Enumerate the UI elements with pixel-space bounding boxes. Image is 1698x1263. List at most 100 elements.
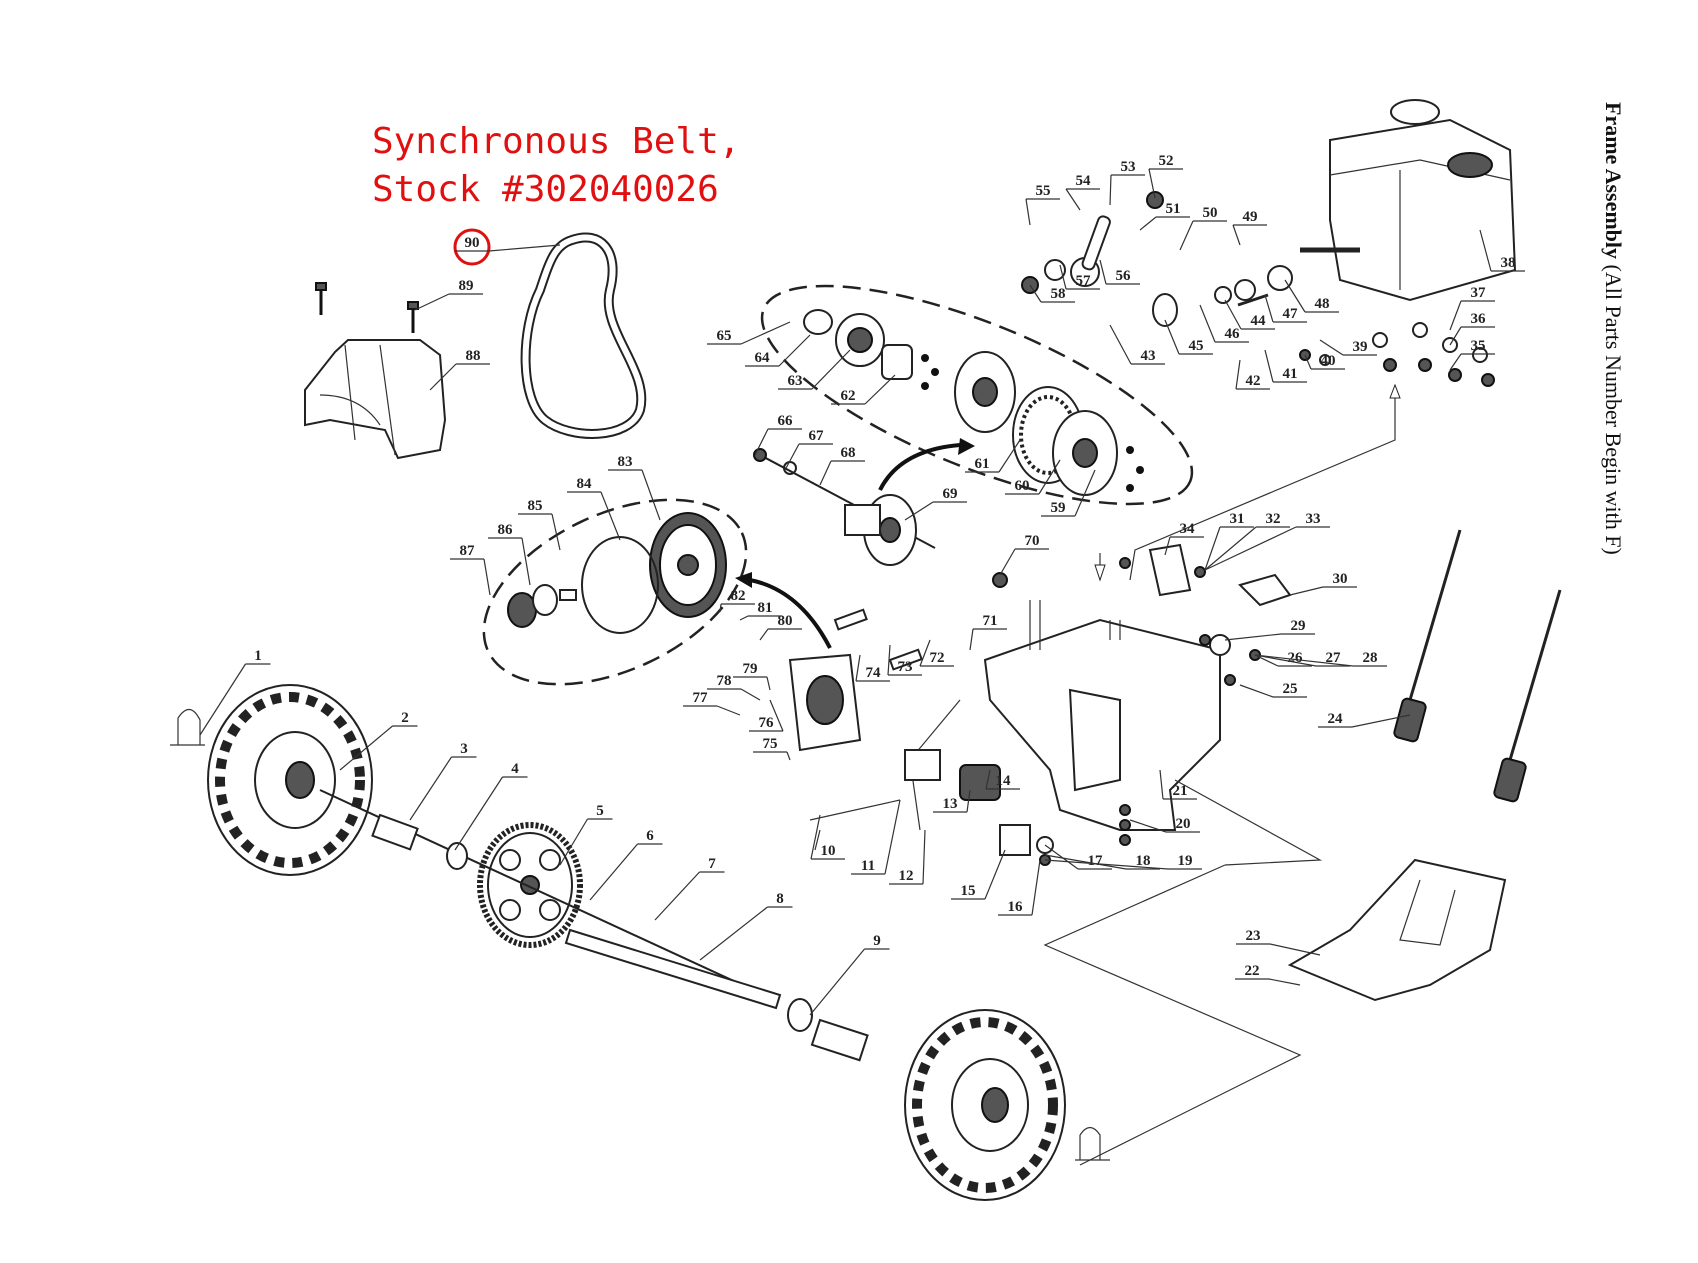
part-leader-line [454,776,504,851]
part-leader-line [1109,174,1112,206]
part-number-label: 54 [1076,173,1092,189]
part-number-label: 33 [1306,511,1321,527]
part-number-label: 25 [1283,681,1298,697]
part-number-label: 79 [743,661,758,677]
part-leader-line [1254,654,1354,667]
part-leader-line [1038,459,1061,495]
part-number-label: 56 [1116,268,1132,284]
part-leader-line [339,725,393,771]
part-leader-line [719,603,722,613]
part-number-label: 69 [943,486,958,502]
part-number-label: 1 [254,648,262,664]
part-number-label: 22 [1245,963,1260,979]
part-leader-line [1109,324,1132,365]
u-bolt-right [1075,1126,1110,1161]
part-number-label: 2 [401,710,409,726]
part-leader-line [1268,978,1301,986]
part-leader-line [1044,844,1079,870]
shaft-assembly [753,448,1008,588]
part-number-label: 77 [693,690,709,706]
part-leader-line [766,676,771,691]
part-number-label: 60 [1015,478,1030,494]
part-number-label: 8 [776,891,784,907]
part-leader-line [1029,284,1042,303]
part-number-label: 70 [1025,533,1040,549]
part-leader-line [641,469,661,521]
part-number-label: 51 [1166,201,1181,217]
part-number-label: 10 [821,843,836,859]
part-number-label: 13 [943,796,958,812]
part-number-label: 67 [809,428,825,444]
part-leader-line [1059,264,1067,290]
part-number-label: 58 [1051,286,1066,302]
part-number-label: 47 [1283,306,1299,322]
part-number-label: 9 [873,933,881,949]
part-leader-line [1164,536,1171,556]
part-leader-line [1319,339,1344,356]
wheel-left [207,684,373,876]
part-number-label: 89 [459,278,474,294]
part-number-label: 80 [778,613,793,629]
part-leader-line [1235,359,1241,390]
part-leader-line [1044,854,1127,870]
highlight-circle [453,228,491,266]
part-number-label: 37 [1471,285,1487,301]
synchronous-belt [520,232,647,439]
part-leader-line [769,699,784,732]
part-leader-line [786,751,791,761]
part-leader-line [1044,859,1169,870]
part-leader-line [1199,304,1216,343]
part-leader-line [999,548,1016,576]
part-leader-line [1264,349,1274,383]
part-number-label: 5 [596,803,604,819]
part-number-label: 49 [1243,209,1258,225]
part-leader-line [1139,216,1157,231]
part-leader-line [739,615,749,621]
part-number-label: 23 [1246,928,1261,944]
part-leader-line [483,558,491,596]
part-leader-line [740,688,761,701]
part-leader-line [1159,769,1164,800]
part-number-label: 76 [759,715,775,731]
part-leader-line [1289,586,1324,596]
part-leader-line [600,491,621,541]
part-leader-line [429,363,457,391]
part-number-label: 32 [1266,511,1281,527]
part-leader-line [998,439,1021,473]
part-number-label: 31 [1230,511,1245,527]
part-number-label: 11 [861,858,875,874]
part-leader-line [887,644,891,676]
callout-line-stock-number: Stock #302040026 [372,169,719,210]
part-leader-line [1065,188,1081,211]
part-number-label: 48 [1315,296,1330,312]
part-leader-line [969,628,974,651]
part-leader-line [1074,469,1096,517]
gearbox-plate [788,653,862,752]
part-leader-line [654,871,700,921]
part-number-label: 16 [1008,899,1024,915]
callout-line-part-name: Synchronous Belt, [372,121,741,162]
control-cables [1393,529,1562,803]
part-number-label: 20 [1176,816,1191,832]
part-number-label: 15 [961,883,976,899]
part-number-label: 46 [1225,326,1241,342]
part-number-label: 27 [1326,650,1342,666]
part-number-label: 74 [866,665,882,681]
wheel-right [904,1009,1066,1201]
part-leader-line [759,628,769,641]
part-leader-line [1164,319,1180,355]
skid-plate [1287,858,1507,1002]
part-leader-line [1479,229,1492,272]
part-leader-line [1204,526,1221,571]
part-number-label: 61 [975,456,990,472]
part-leader-line [819,460,832,486]
part-number-label: 12 [899,868,914,884]
part-leader-line [414,293,450,311]
part-number-label: 72 [930,650,945,666]
part-leader-line [551,513,561,551]
part-leader-line [1254,654,1279,667]
part-number-label: 43 [1141,348,1156,364]
engine-linkage-parts [1021,191,1495,387]
arrow-to-pulley-group [878,443,961,491]
